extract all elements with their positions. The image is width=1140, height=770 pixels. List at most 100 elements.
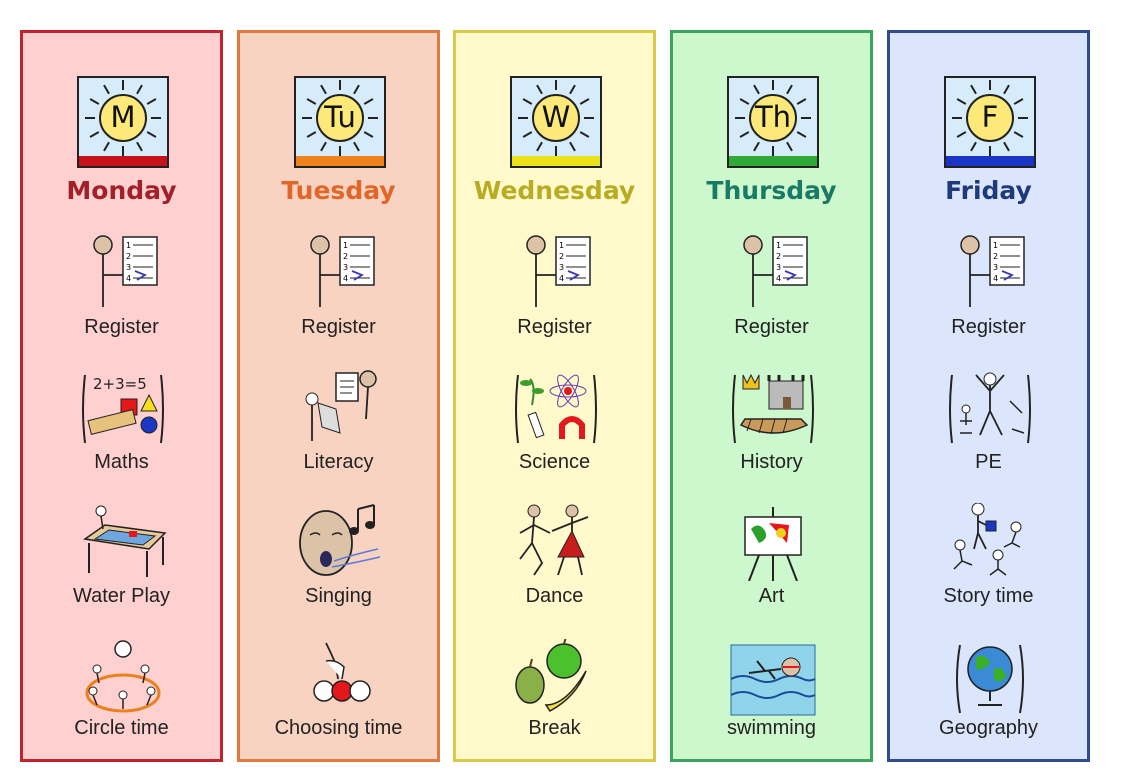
day-name: Tuesday [281,176,396,205]
activity-register: 1 2 3 4 Register [673,233,870,351]
svg-text:3: 3 [343,263,348,272]
register-icon: 1 2 3 4 [743,235,808,307]
activity-label: Geography [939,717,1038,739]
register-icon: 1 2 3 4 [310,235,375,307]
day-letter: F [981,100,999,134]
activity-label: Register [734,316,809,338]
geography-icon [956,644,1024,714]
day-name: Monday [66,176,177,205]
svg-text:2: 2 [559,252,564,261]
register-icon: 1 2 3 4 [93,235,158,307]
activity-register: 1 2 3 4 Register [456,233,653,351]
activity-story-time: Story time [890,503,1087,621]
activity-science: Science [456,369,653,487]
activity-label: Register [517,316,592,338]
activity-swimming: swimming [673,639,870,757]
day-letter: Tu [324,100,356,134]
svg-text:4: 4 [559,274,564,283]
day-column-friday: F Friday 1 2 3 4 Register PE Story time G… [887,30,1090,762]
activity-label: swimming [727,717,816,739]
svg-text:3: 3 [776,263,781,272]
activity-label: PE [975,451,1002,473]
svg-text:4: 4 [993,274,998,283]
day-name: Wednesday [473,176,636,205]
activity-label: Maths [94,451,149,473]
register-icon: 1 2 3 4 [960,235,1025,307]
activity-art: Art [673,503,870,621]
day-color-stripe [79,156,167,166]
activity-label: Singing [305,585,372,607]
activity-label: Literacy [303,451,374,473]
maths-icon: 2+3=5 [82,374,164,444]
svg-text:3: 3 [559,263,564,272]
sun-icon: Th [727,76,819,168]
choosing-time-icon [313,642,371,702]
circle-time-icon [85,640,161,713]
day-letter: W [541,100,571,134]
activity-label: Choosing time [274,717,403,739]
activity-label: Register [301,316,376,338]
activity-label: History [740,451,803,473]
story-time-icon [953,503,1022,576]
svg-text:4: 4 [776,274,781,283]
day-letter: Th [754,100,792,134]
activity-label: Register [951,316,1026,338]
activity-register: 1 2 3 4 Register [240,233,437,351]
day-color-stripe [946,156,1034,166]
svg-text:1: 1 [993,241,998,250]
literacy-icon [305,370,377,441]
swimming-icon [730,644,816,716]
svg-text:4: 4 [343,274,348,283]
day-letter: M [110,100,136,134]
singing-icon [299,504,381,576]
activity-label: Science [518,451,591,473]
activity-water-play: Water Play [23,503,220,621]
art-icon [744,507,802,581]
activity-label: Story time [943,585,1034,607]
svg-text:1: 1 [776,241,781,250]
activity-singing: Singing [240,503,437,621]
day-column-wednesday: W Wednesday 1 2 3 4 Register Science Danc… [453,30,656,762]
svg-text:3: 3 [126,263,131,272]
sun-icon: Tu [294,76,386,168]
activity-maths: 2+3=5 Maths [23,369,220,487]
day-name: Thursday [706,176,837,205]
day-name: Friday [945,176,1032,205]
day-color-stripe [512,156,600,166]
dance-icon [519,504,589,576]
pe-icon [949,372,1031,444]
sun-icon: M [77,76,169,168]
activity-label: Art [758,585,785,607]
activity-circle-time: Circle time [23,639,220,757]
activity-label: Register [84,316,159,338]
svg-text:4: 4 [126,274,131,283]
activity-geography: Geography [890,639,1087,757]
activity-label: Dance [525,585,584,607]
activity-choosing-time: Choosing time [240,639,437,757]
sun-icon: F [944,76,1036,168]
history-icon [732,373,814,444]
activity-label: Circle time [74,717,169,739]
sun-icon: W [510,76,602,168]
activity-pe: PE [890,369,1087,487]
register-icon: 1 2 3 4 [526,235,591,307]
svg-text:1: 1 [126,241,131,250]
activity-break: Break [456,639,653,757]
activity-history: History [673,369,870,487]
svg-text:2: 2 [343,252,348,261]
activity-register: 1 2 3 4 Register [23,233,220,351]
svg-text:3: 3 [993,263,998,272]
svg-text:2: 2 [776,252,781,261]
activity-literacy: Literacy [240,369,437,487]
activity-dance: Dance [456,503,653,621]
activity-label: Water Play [72,585,171,607]
svg-text:1: 1 [559,241,564,250]
science-icon [515,374,597,444]
activity-register: 1 2 3 4 Register [890,233,1087,351]
activity-label: Break [528,717,581,739]
svg-text:1: 1 [343,241,348,250]
day-color-stripe [296,156,384,166]
water-play-icon [83,505,167,577]
